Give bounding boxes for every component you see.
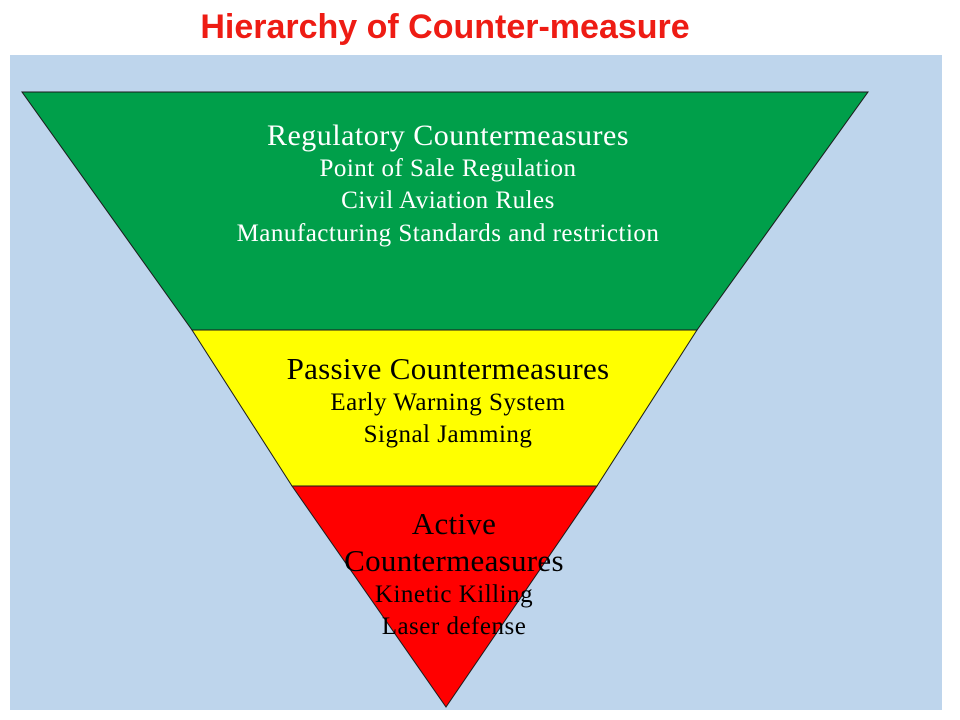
slide-title: Hierarchy of Counter-measure — [200, 8, 690, 46]
regulatory-item-civil-aviation: Civil Aviation Rules — [341, 187, 555, 214]
passive-item-early-warning: Early Warning System — [330, 389, 566, 416]
active-tier — [291, 485, 598, 708]
regulatory-item-point-of-sale: Point of Sale Regulation — [319, 155, 577, 182]
passive-item-signal-jamming: Signal Jamming — [363, 421, 533, 448]
active-heading-line2: Countermeasures — [344, 543, 564, 578]
passive-heading: Passive Countermeasures — [286, 351, 610, 386]
active-heading-line1: Active — [411, 506, 497, 541]
regulatory-item-manufacturing: Manufacturing Standards and restriction — [236, 220, 660, 247]
active-item-kinetic-killing: Kinetic Killing — [374, 581, 534, 608]
regulatory-heading: Regulatory Countermeasures — [266, 119, 630, 152]
active-item-laser-defense: Laser defense — [381, 613, 527, 640]
